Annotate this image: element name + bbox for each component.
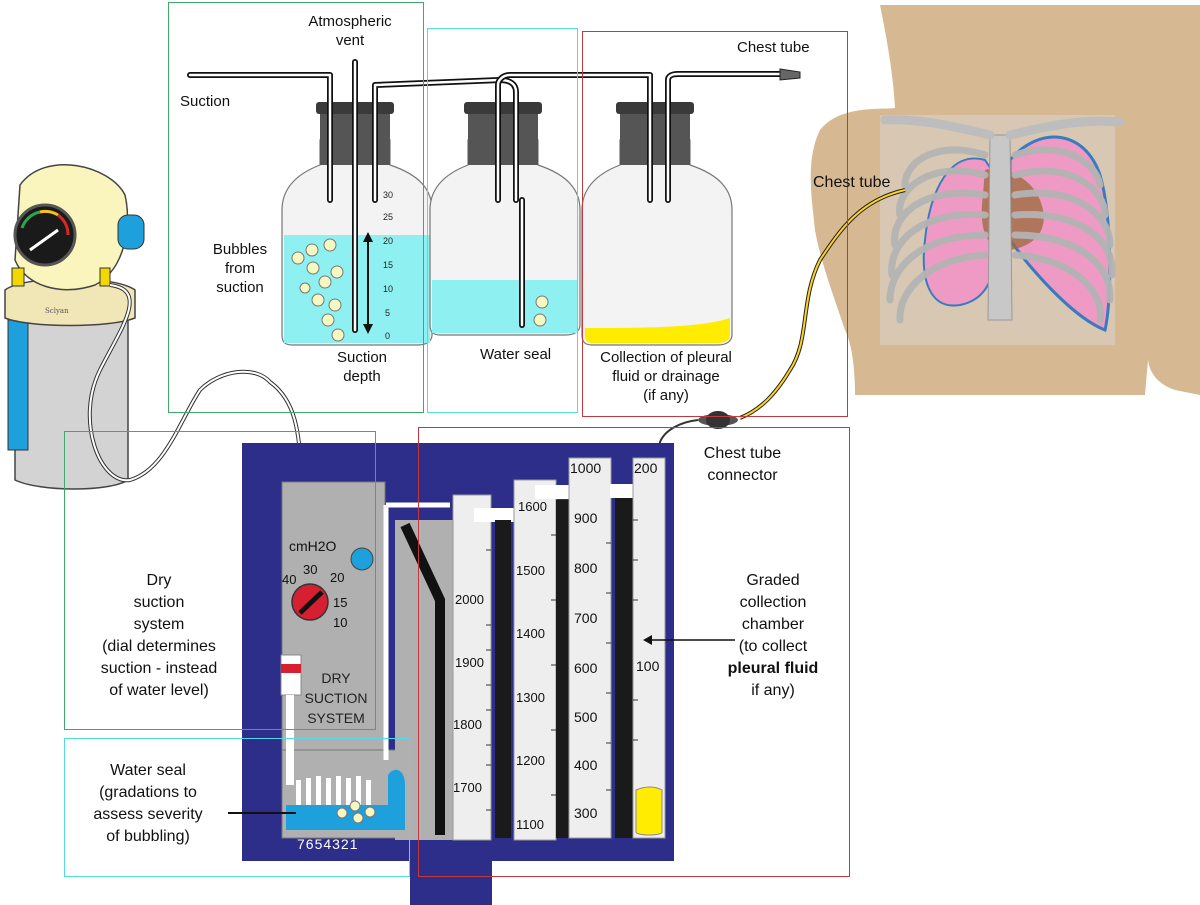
- suction-control-box: [168, 2, 424, 413]
- dial-unit: cmH2O: [289, 538, 337, 554]
- unit-side-blue: [7, 319, 29, 451]
- scale-15: 15: [383, 260, 394, 270]
- suction-label: Suction: [180, 93, 231, 110]
- drainage-fluid: [585, 318, 730, 343]
- col2-1300: 1300: [516, 690, 545, 705]
- col2-1100: 1100: [516, 817, 544, 832]
- col3-800: 800: [574, 560, 598, 576]
- gauge-icon: [13, 203, 77, 267]
- col4-200: 200: [634, 460, 658, 476]
- chest-tube-body-label: Chest tube: [813, 174, 891, 191]
- col2-1500: 1500: [516, 563, 545, 578]
- water-seal-bottle-label: Water seal: [480, 346, 552, 363]
- portable-suction-unit: Sclyan: [4, 164, 145, 490]
- col4-100: 100: [636, 658, 660, 674]
- col3-900: 900: [574, 510, 598, 526]
- blue-knob-icon: [117, 214, 145, 250]
- diagonal-channel: [400, 522, 445, 835]
- bubbles: [291, 238, 549, 342]
- column-1: [452, 494, 492, 841]
- scale-20: 20: [383, 236, 394, 246]
- col3-500: 500: [574, 709, 598, 725]
- spine: [987, 134, 1013, 321]
- col3-1000: 1000: [570, 460, 602, 476]
- water-seal-box: [64, 738, 410, 877]
- dial-30: 30: [303, 562, 318, 577]
- column-3: [568, 457, 612, 839]
- dry-suction-box: [64, 431, 376, 730]
- chest-tube-line-fill: [739, 189, 906, 419]
- col3-300: 300: [574, 805, 598, 821]
- collection-bottle-box: [582, 31, 848, 417]
- chest-tube-connector-icon: [698, 411, 738, 429]
- column-ticks: [486, 519, 638, 811]
- bottle-pipes: [187, 59, 783, 333]
- ribs: [886, 146, 1116, 324]
- column-2: [513, 479, 557, 841]
- water-seal-gradations: [296, 776, 371, 805]
- scale-25: 25: [383, 212, 394, 222]
- dial-40: 40: [282, 572, 297, 587]
- water-seal-bottle: [429, 102, 581, 336]
- collected-fluid: [635, 786, 663, 836]
- chest-tube-top-label: Chest tube: [737, 39, 810, 56]
- water-seal-bottle-box: [427, 28, 578, 413]
- scale-5: 5: [385, 308, 391, 318]
- col2-1600: 1600: [518, 499, 547, 514]
- scale-10: 10: [383, 284, 394, 294]
- col2-1200: 1200: [516, 753, 545, 768]
- column-4: [632, 457, 666, 839]
- clavicles: [880, 115, 1125, 140]
- col1-1900: 1900: [455, 655, 484, 670]
- dial-15: 15: [333, 595, 348, 610]
- water-seal-numbers: 7654321: [297, 836, 359, 852]
- col1-1800: 1800: [453, 717, 482, 732]
- col3-600: 600: [574, 660, 598, 676]
- svg-text:Sclyan: Sclyan: [45, 307, 69, 315]
- collection-bottle: [581, 102, 733, 346]
- water-level: [432, 280, 578, 333]
- dry-suction-panel: [281, 481, 386, 758]
- scale-30: 30: [383, 190, 394, 200]
- dial-20: 20: [330, 570, 345, 585]
- col2-1400: 1400: [516, 626, 545, 641]
- connector-line: [657, 419, 699, 461]
- col1-1700: 1700: [453, 780, 482, 795]
- graded-chamber-box: [418, 427, 850, 877]
- col3-400: 400: [574, 757, 598, 773]
- dial-10: 10: [333, 615, 348, 630]
- chest-tube-tip-icon: [779, 68, 801, 81]
- col3-700: 700: [574, 610, 598, 626]
- scale-0: 0: [385, 331, 391, 341]
- col1-2000: 2000: [455, 592, 484, 607]
- torso-illustration: [810, 5, 1200, 395]
